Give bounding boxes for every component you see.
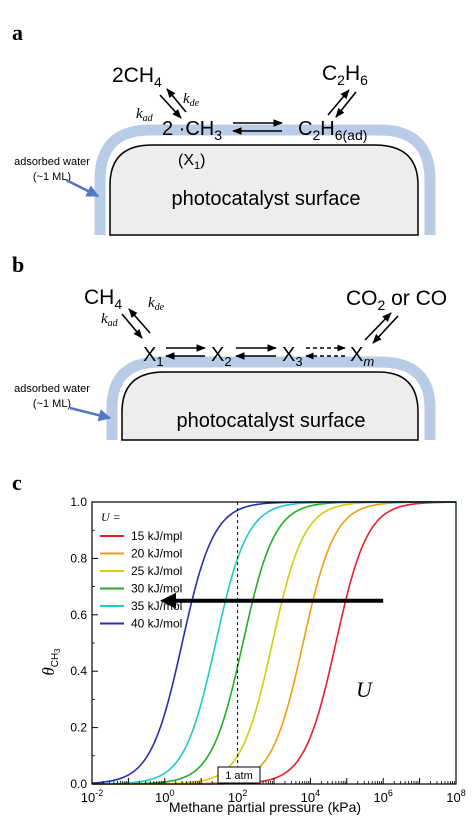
panel-a-kde: kde — [183, 91, 200, 109]
panel-c-letter: c — [12, 470, 22, 495]
x-tick-label-2: 102 — [228, 788, 247, 805]
plot-frame — [91, 501, 457, 785]
y-tick-label-3: 0.6 — [70, 608, 87, 622]
panel-a-surface — [109, 144, 419, 236]
panel-b-desorb-arrow — [128, 308, 151, 334]
x-tick-label-1: 100 — [155, 788, 174, 805]
panel-a-water-label-2: (~1 ML) — [33, 171, 71, 183]
panel-a-readsorb-arrow — [335, 91, 357, 118]
panel-a-kad: kad — [136, 106, 154, 124]
series-line-1 — [92, 501, 456, 785]
series-line-5 — [91, 501, 456, 784]
legend-label-3: 30 kJ/mol — [131, 582, 182, 596]
panel-b-water-layer — [106, 356, 436, 440]
panel-a-adsorb-arrow — [159, 94, 182, 119]
y-tick-label-2: 0.4 — [70, 664, 87, 678]
x-tick-label-0: 10-2 — [81, 788, 103, 805]
y-tick-label-0: 0.0 — [70, 777, 87, 791]
panel-a-ch4: 2CH4 — [112, 64, 162, 90]
legend-label-2: 25 kJ/mol — [131, 564, 182, 578]
panel-b-product-arrow — [364, 312, 392, 341]
panel-b-water-label-2: (~1 ML) — [33, 398, 71, 410]
panel-b-xm: Xm — [350, 344, 374, 369]
panel-a: a photocatalyst surface adsorbed water (… — [12, 20, 436, 236]
y-tick-label-5: 1.0 — [70, 495, 87, 509]
x-tick-label-3: 104 — [301, 788, 320, 805]
panel-b-letter: b — [12, 252, 24, 277]
chart-atm-label: 1 atm — [225, 770, 253, 782]
chart-atm-label-box: 1 atm — [217, 766, 261, 784]
x-tick-label-4: 106 — [373, 788, 392, 805]
x-tick-label-5: 108 — [446, 788, 465, 805]
panel-b-adsorb-arrow — [121, 313, 143, 339]
panel-b-surface — [121, 371, 419, 441]
chart-plot-area: 10-2 100 102 104 106 108 0.0 0.2 0.4 0.6 0.8 1.0 — [70, 495, 465, 805]
panel-a-c2h6: C2H6 — [322, 62, 368, 88]
panel-a-x1: (X1) — [178, 152, 205, 172]
panel-b-x1: X1 — [143, 344, 164, 369]
series-line-4 — [91, 501, 456, 785]
panel-b-kde: kde — [148, 295, 165, 313]
legend-label-4: 35 kJ/mol — [131, 599, 182, 613]
panel-a-form-arrow — [327, 89, 350, 116]
legend-label-5: 40 kJ/mol — [131, 617, 182, 631]
panel-b-kad: kad — [101, 311, 119, 329]
chart-legend: 15 kJ/mpl 20 kJ/mol 25 kJ/mol 30 kJ/mol 35 k… — [100, 529, 182, 631]
series-line-2 — [92, 501, 456, 785]
series-line-3 — [92, 501, 456, 785]
panel-a-desorb-arrow — [166, 88, 187, 113]
panel-a-water-arrow — [65, 178, 100, 198]
panel-a-water-label-1: adsorbed water — [14, 156, 90, 168]
panel-b-co2: CO2 or CO — [346, 287, 447, 313]
panel-a-c2h6ad: C2H6(ad) — [298, 118, 367, 143]
panel-a-water-layer — [94, 124, 436, 235]
panel-b-surface-label: photocatalyst surface — [177, 410, 366, 432]
panel-b-readsorb-arrow — [372, 315, 399, 344]
chart-y-axis-label: θCH3 — [39, 648, 62, 676]
y-tick-label-1: 0.2 — [70, 721, 87, 735]
panel-a-surface-label: photocatalyst surface — [172, 188, 361, 210]
panel-a-ch3: 2 ·CH3 — [162, 118, 222, 143]
chart-x-axis-label: Methane partial pressure (kPa) — [169, 799, 361, 815]
legend-label-1: 20 kJ/mol — [131, 547, 182, 561]
series-line-0 — [92, 501, 457, 785]
panel-a-letter: a — [12, 20, 23, 45]
panel-b-water-arrow — [69, 406, 112, 422]
legend-title: U = — [101, 510, 121, 524]
panel-b-ch4: CH4 — [84, 286, 122, 312]
legend-label-0: 15 kJ/mpl — [131, 529, 182, 543]
chart-u-arrow-label: U — [356, 677, 374, 702]
panel-b-water-label-1: adsorbed water — [14, 383, 90, 395]
panel-b-x2: X2 — [211, 344, 232, 369]
panel-b-x3: X3 — [282, 344, 303, 369]
panel-b: b photocatalyst surface adsorbed water (… — [12, 252, 447, 441]
y-tick-label-4: 0.8 — [70, 551, 87, 565]
